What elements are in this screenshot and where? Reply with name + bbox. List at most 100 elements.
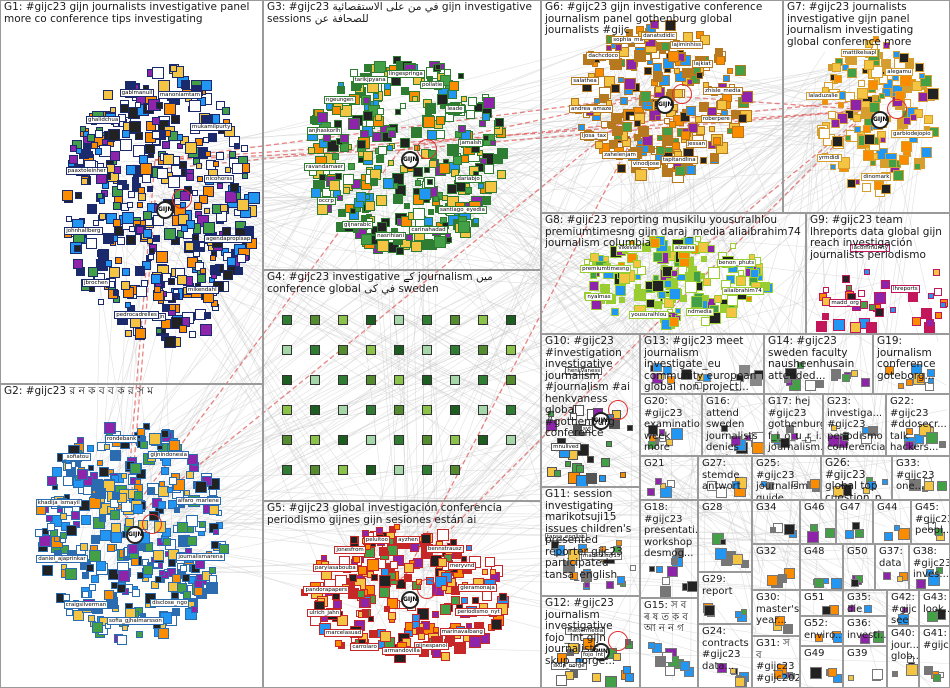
node[interactable] <box>660 586 671 597</box>
node[interactable] <box>189 100 201 112</box>
node[interactable] <box>390 561 398 569</box>
node[interactable] <box>674 68 680 74</box>
node[interactable] <box>363 97 370 104</box>
node[interactable] <box>906 664 918 676</box>
node[interactable] <box>335 173 342 180</box>
node[interactable] <box>671 270 678 277</box>
node[interactable] <box>701 256 707 262</box>
node[interactable] <box>620 97 628 105</box>
node[interactable] <box>130 463 141 474</box>
node[interactable] <box>681 131 690 140</box>
gijn-logo-icon[interactable]: GIJN <box>656 96 674 114</box>
node[interactable] <box>87 134 95 142</box>
node[interactable] <box>89 497 101 509</box>
node[interactable] <box>394 465 404 475</box>
node[interactable] <box>135 328 146 339</box>
node[interactable] <box>687 581 698 592</box>
node[interactable] <box>422 405 432 415</box>
node[interactable] <box>335 640 342 647</box>
node[interactable] <box>340 134 349 143</box>
node[interactable] <box>136 286 147 297</box>
node[interactable] <box>450 465 460 475</box>
node[interactable] <box>186 173 194 181</box>
node[interactable] <box>91 142 98 149</box>
node[interactable] <box>653 72 663 82</box>
node[interactable] <box>427 179 433 185</box>
node[interactable] <box>715 48 723 56</box>
node[interactable] <box>120 104 129 113</box>
node[interactable] <box>87 445 94 452</box>
node[interactable] <box>450 345 460 355</box>
node[interactable] <box>434 236 446 248</box>
node[interactable] <box>908 292 918 302</box>
node[interactable] <box>366 345 376 355</box>
node[interactable] <box>164 103 176 115</box>
node[interactable] <box>669 121 676 128</box>
node[interactable] <box>282 345 292 355</box>
node[interactable] <box>179 325 187 333</box>
node[interactable] <box>241 145 248 152</box>
node[interactable] <box>685 281 697 293</box>
node[interactable] <box>611 113 622 124</box>
node[interactable] <box>211 541 219 549</box>
node[interactable] <box>713 137 721 145</box>
node[interactable] <box>495 118 504 127</box>
node[interactable] <box>682 68 692 78</box>
node[interactable] <box>834 75 842 83</box>
node[interactable] <box>115 257 122 264</box>
node[interactable] <box>927 88 939 100</box>
node[interactable] <box>433 196 439 202</box>
node[interactable] <box>875 308 884 317</box>
node[interactable] <box>98 299 104 305</box>
node[interactable] <box>197 274 206 283</box>
node[interactable] <box>738 270 744 276</box>
node[interactable] <box>220 204 228 212</box>
node[interactable] <box>97 193 103 199</box>
node[interactable] <box>98 249 109 260</box>
gijn-logo-icon[interactable]: GIJN <box>156 201 174 219</box>
node[interactable] <box>866 322 877 333</box>
node[interactable] <box>587 456 594 463</box>
node[interactable] <box>437 94 448 105</box>
node[interactable] <box>180 565 187 572</box>
node[interactable] <box>248 192 260 204</box>
node[interactable] <box>453 156 462 165</box>
node[interactable] <box>96 561 106 571</box>
node[interactable] <box>669 288 681 300</box>
node[interactable] <box>601 284 610 293</box>
node[interactable] <box>377 240 389 252</box>
node[interactable] <box>634 50 646 62</box>
node[interactable] <box>129 226 135 232</box>
node[interactable] <box>393 194 403 204</box>
node[interactable] <box>669 317 679 327</box>
node[interactable] <box>925 382 934 391</box>
node[interactable] <box>442 195 448 201</box>
node[interactable] <box>634 289 646 301</box>
node[interactable] <box>199 521 206 528</box>
node[interactable] <box>424 217 433 226</box>
node[interactable] <box>65 463 72 470</box>
node[interactable] <box>648 642 655 649</box>
node[interactable] <box>109 267 120 278</box>
node[interactable] <box>412 96 418 102</box>
node[interactable] <box>93 220 99 226</box>
node[interactable] <box>234 143 240 149</box>
gijn-logo-icon[interactable]: GIJN <box>126 526 144 544</box>
node[interactable] <box>366 435 376 445</box>
node[interactable] <box>92 622 103 633</box>
node[interactable] <box>337 195 343 201</box>
node[interactable] <box>612 126 622 136</box>
node[interactable] <box>736 276 746 286</box>
node[interactable] <box>384 89 391 96</box>
node[interactable] <box>152 67 164 79</box>
node[interactable] <box>149 248 155 254</box>
node[interactable] <box>432 611 439 618</box>
node[interactable] <box>438 558 447 567</box>
node[interactable] <box>592 673 601 682</box>
node[interactable] <box>185 142 197 154</box>
node[interactable] <box>350 536 358 544</box>
node[interactable] <box>179 161 187 169</box>
node[interactable] <box>478 315 488 325</box>
node[interactable] <box>208 133 217 142</box>
node[interactable] <box>135 132 143 140</box>
